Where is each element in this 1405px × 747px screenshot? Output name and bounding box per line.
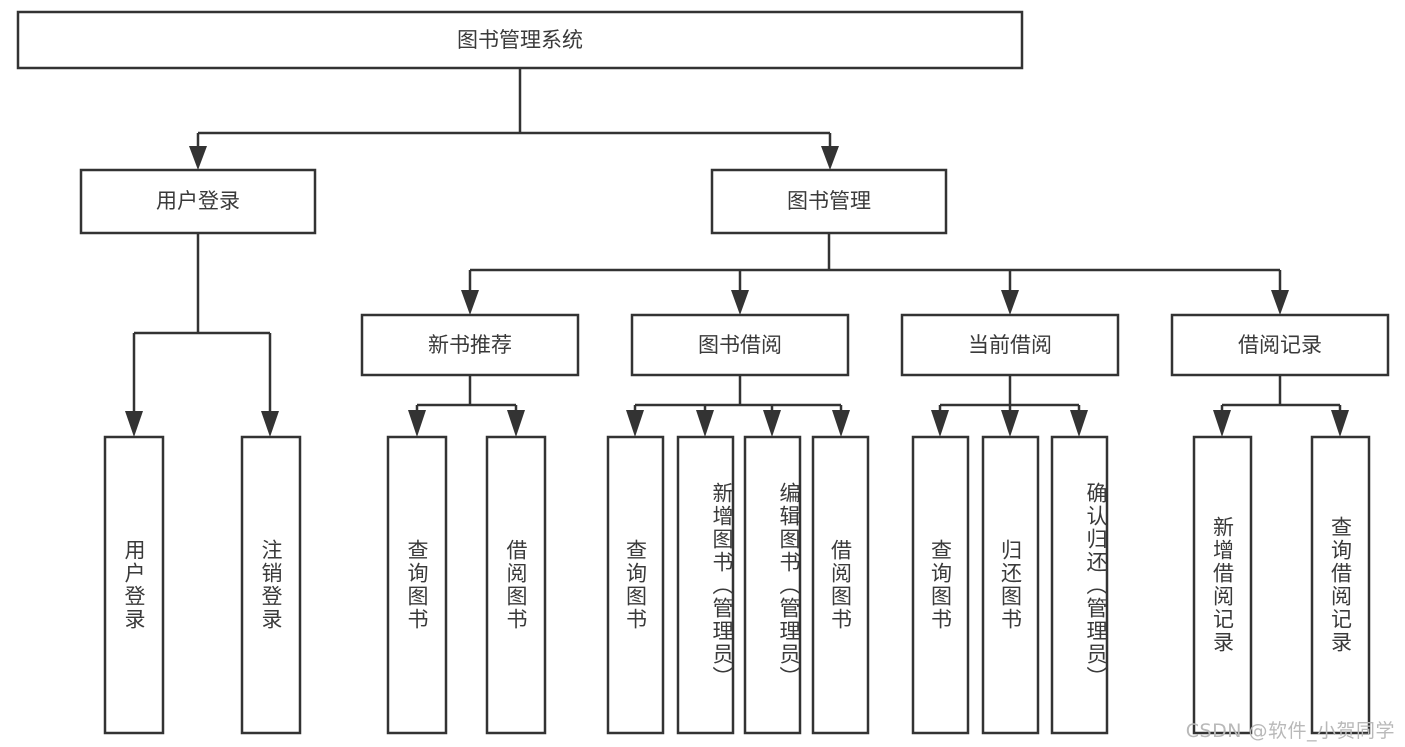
arrow-head-icon (821, 146, 839, 170)
leaf-box-return-book[interactable] (981, 435, 1040, 735)
node-book-management[interactable] (710, 168, 948, 235)
watermark: CSDN @软件_小贺同学 (1185, 720, 1395, 742)
arrow-head-icon (626, 410, 644, 437)
node-new-book-recommend[interactable] (360, 313, 580, 377)
arrow-head-icon (931, 410, 949, 437)
arrow-head-icon (461, 290, 479, 315)
connector-bookborrow-to-leaves (626, 375, 850, 437)
arrow-head-icon (832, 410, 850, 437)
arrow-head-icon (1271, 290, 1289, 315)
node-current-borrow[interactable] (900, 313, 1120, 377)
leaf-box-confirm-return[interactable] (1050, 435, 1109, 735)
connector-currentborrow-to-leaves (931, 375, 1088, 437)
node-user-login-label: 用户登录 (156, 189, 240, 213)
leaf-box-borrow-book-1[interactable] (485, 435, 547, 735)
leaf-box-query-book-3[interactable] (911, 435, 970, 735)
node-user-login[interactable] (79, 168, 317, 235)
arrow-head-icon (189, 146, 207, 170)
arrow-head-icon (1001, 410, 1019, 437)
arrow-head-icon (763, 410, 781, 437)
leaf-box-query-book-2[interactable] (606, 435, 665, 735)
leaf-box-query-book-1[interactable] (386, 435, 448, 735)
node-current-borrow-label: 当前借阅 (968, 333, 1052, 357)
node-book-borrow[interactable] (630, 313, 850, 377)
leaf-box-user-login[interactable] (103, 435, 165, 735)
arrow-head-icon (507, 410, 525, 437)
arrow-head-icon (696, 410, 714, 437)
connector-userlogin-to-leaves (125, 233, 279, 437)
node-book-borrow-label: 图书借阅 (698, 333, 782, 357)
node-new-book-recommend-label: 新书推荐 (428, 333, 512, 357)
arrow-head-icon (125, 411, 143, 437)
leaf-box-add-borrow-record[interactable] (1192, 435, 1253, 735)
leaf-box-edit-book[interactable] (743, 435, 802, 735)
arrow-head-icon (1001, 290, 1019, 315)
connector-root-to-level2 (189, 68, 839, 170)
node-root[interactable] (16, 10, 1024, 70)
leaf-box-add-book[interactable] (676, 435, 735, 735)
arrow-head-icon (408, 410, 426, 437)
leaf-box-borrow-book-2[interactable] (811, 435, 870, 735)
connector-borrowrecord-to-leaves (1213, 375, 1349, 437)
arrow-head-icon (1213, 410, 1231, 437)
connector-newbook-to-leaves (408, 375, 525, 437)
node-borrow-record-label: 借阅记录 (1238, 333, 1322, 357)
arrow-head-icon (1331, 410, 1349, 437)
leaf-box-logout[interactable] (240, 435, 302, 735)
arrow-head-icon (261, 411, 279, 437)
node-borrow-record[interactable] (1170, 313, 1390, 377)
connector-bookmgmt-to-level3 (461, 233, 1289, 315)
node-book-management-label: 图书管理 (787, 189, 871, 213)
node-root-label: 图书管理系统 (457, 28, 583, 52)
arrow-head-icon (731, 290, 749, 315)
leaf-box-query-borrow-record[interactable] (1310, 435, 1371, 735)
arrow-head-icon (1070, 410, 1088, 437)
